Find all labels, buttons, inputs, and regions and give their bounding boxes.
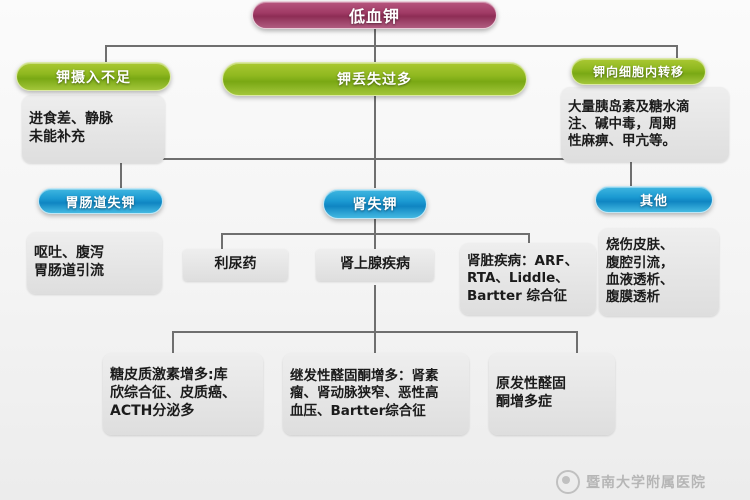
node-glucocorticoid-excess[interactable]: 糖皮质激素增多:库 欣综合征、皮质癌、 ACTH分泌多 (103, 353, 263, 435)
detail-other-potassium-loss: 烧伤皮肤、 腹腔引流， 血液透析、 腹膜透析 (599, 228, 719, 316)
connector-level3-right-drop (630, 158, 632, 188)
connector-level2-left-drop (105, 45, 107, 62)
connector-level4-left-drop (221, 233, 223, 249)
node-diuretics[interactable]: 利尿药 (183, 249, 288, 281)
node-potassium-intracellular-shift[interactable]: 钾向细胞内转移 (571, 58, 706, 85)
watermark-text: 暨南大学附属医院 (586, 475, 706, 491)
connector-loss-stem (374, 96, 376, 158)
connector-level5-right-drop (576, 331, 578, 353)
detail-potassium-intake-insufficient: 进食差、静脉 未能补充 (22, 95, 165, 163)
node-renal-potassium-loss[interactable]: 肾失钾 (323, 189, 427, 219)
detail-potassium-intracellular-shift: 大量胰岛素及糖水滴 注、碱中毒，周期 性麻痹、甲亢等。 (561, 87, 729, 162)
node-hypokalemia-title[interactable]: 低血钾 (252, 1, 497, 29)
node-potassium-intake-insufficient[interactable]: 钾摄入不足 (16, 62, 171, 91)
connector-level3-left-drop (120, 158, 122, 188)
detail-gi-potassium-loss: 呕吐、腹泻 胃肠道引流 (27, 232, 162, 294)
node-adrenal-disease[interactable]: 肾上腺疾病 (316, 249, 434, 281)
connector-level5-left-drop (172, 331, 174, 353)
connector-level3-center-drop (374, 158, 376, 188)
node-other-potassium-loss[interactable]: 其他 (595, 186, 713, 213)
connector-level2-right-drop (676, 45, 678, 62)
node-kidney-disease[interactable]: 肾脏疾病：ARF、 RTA、Liddle、 Bartter 综合征 (460, 243, 596, 315)
node-primary-aldosteronism[interactable]: 原发性醛固 酮增多症 (489, 353, 615, 435)
connector-level5-center-drop (374, 331, 376, 353)
node-potassium-loss-excessive[interactable]: 钾丢失过多 (222, 62, 527, 96)
connector-title-stem (374, 28, 376, 46)
connector-level4-right-drop (528, 233, 530, 249)
connector-level2-center-drop (374, 45, 376, 62)
connector-adrenal-stem (374, 285, 376, 332)
connector-level2-bus (105, 45, 677, 47)
connector-level4-center-drop (374, 233, 376, 249)
node-secondary-aldosteronism[interactable]: 继发性醛固酮增多：肾素 瘤、肾动脉狭窄、恶性高 血压、Bartter综合征 (283, 353, 469, 435)
connector-renal-stem (374, 219, 376, 234)
watermark: 暨南大学附属医院 (556, 470, 706, 494)
hospital-logo-icon (556, 470, 580, 494)
node-gi-potassium-loss[interactable]: 胃肠道失钾 (38, 188, 163, 214)
